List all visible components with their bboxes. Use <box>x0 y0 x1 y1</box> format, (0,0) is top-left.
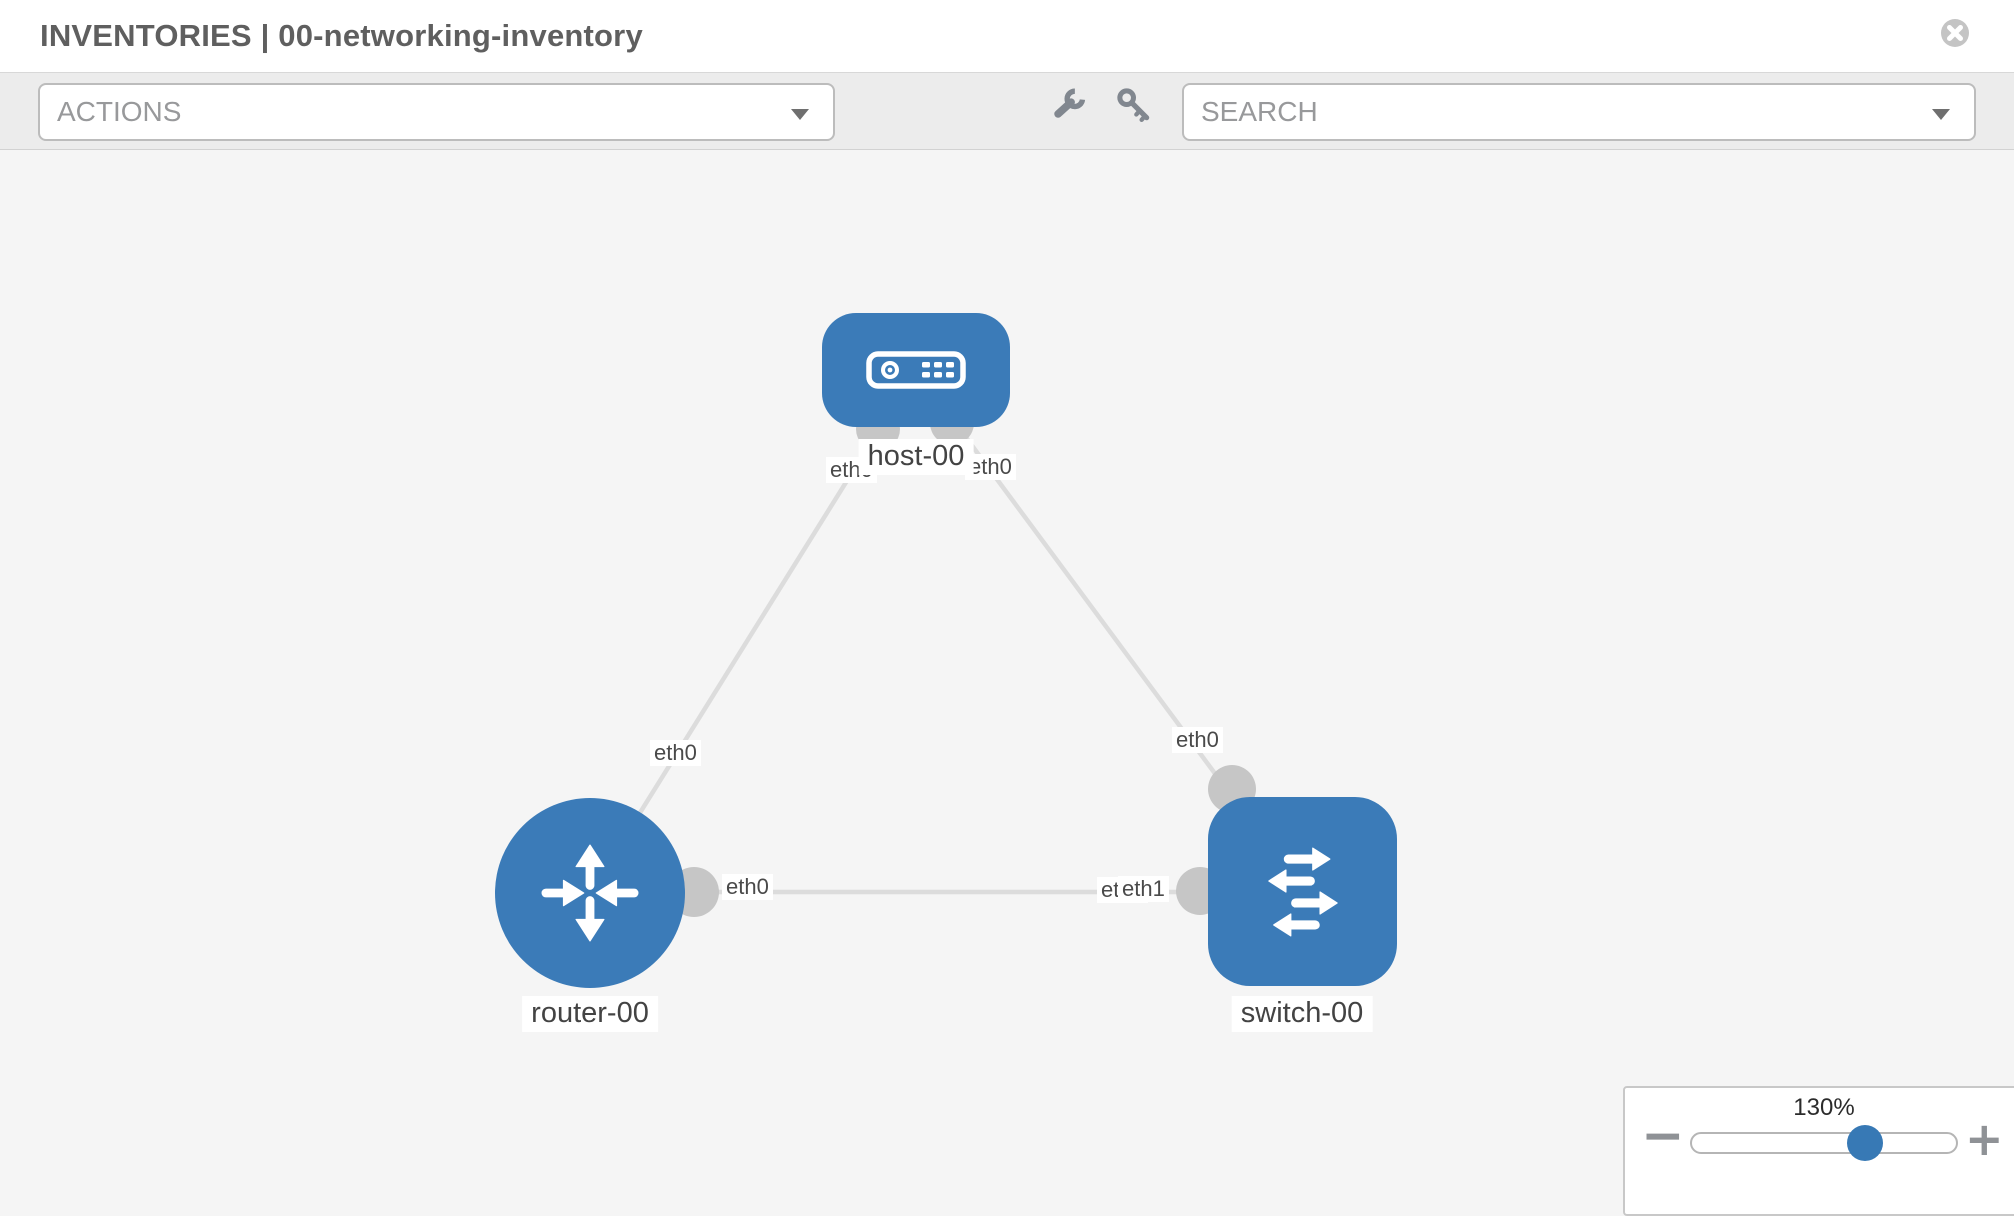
chevron-down-icon <box>1932 109 1950 120</box>
node-router-00[interactable] <box>495 798 685 988</box>
iface-label-router-eth0-to-switch: eth0 <box>722 874 773 901</box>
topology-canvas[interactable]: eth0 eth0 eth0 eth0 eth0 eth0 eth1 host-… <box>0 150 2014 1200</box>
node-host-00[interactable] <box>822 313 1010 427</box>
host-icon <box>866 351 966 389</box>
iface-label-switch-eth0-to-host: eth0 <box>1172 727 1223 754</box>
wrench-icon <box>1054 88 1086 118</box>
topology-links-layer <box>588 368 1304 917</box>
node-label-host-00: host-00 <box>858 439 974 475</box>
zoom-out-button[interactable]: − <box>1641 1106 1685 1166</box>
search-dropdown[interactable]: SEARCH <box>1182 83 1976 141</box>
node-label-router-00: router-00 <box>522 996 658 1032</box>
node-switch-00[interactable] <box>1208 797 1397 986</box>
iface-label-host-eth0-to-switch: eth0 <box>965 454 1016 481</box>
key-icon <box>1117 88 1150 122</box>
zoom-slider[interactable] <box>1690 1125 1958 1161</box>
chevron-down-icon <box>791 109 809 120</box>
zoom-panel: 130% − + <box>1623 1086 2014 1216</box>
credentials-button[interactable] <box>1114 85 1154 125</box>
configure-button[interactable] <box>1048 85 1088 125</box>
iface-label-switch-eth1-to-router: eth1 <box>1118 876 1169 903</box>
iface-label-router-eth0-to-host: eth0 <box>650 740 701 767</box>
page-header: INVENTORIES | 00-networking-inventory <box>0 0 2014 72</box>
switch-icon <box>1267 846 1338 937</box>
close-button[interactable] <box>1940 18 1970 48</box>
actions-dropdown-label: ACTIONS <box>57 96 182 127</box>
actions-dropdown[interactable]: ACTIONS <box>38 83 835 141</box>
zoom-slider-handle[interactable] <box>1847 1125 1883 1161</box>
page-title: INVENTORIES | 00-networking-inventory <box>40 18 643 53</box>
node-label-switch-00: switch-00 <box>1231 996 1373 1032</box>
close-icon <box>1941 19 1969 47</box>
zoom-in-button[interactable]: + <box>1965 1112 2004 1166</box>
router-icon <box>541 844 639 942</box>
zoom-level: 130% <box>1793 1094 1855 1121</box>
toolbar: ACTIONS SEARCH <box>0 72 2014 150</box>
search-dropdown-label: SEARCH <box>1201 96 1318 127</box>
